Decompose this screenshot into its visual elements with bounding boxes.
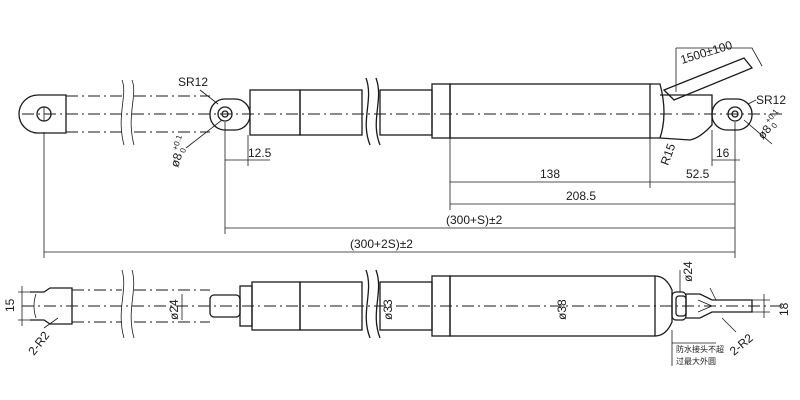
dim-rear-dia: ø24: [681, 261, 695, 282]
dim-motor-dia: ø38: [555, 299, 569, 320]
svg-text:0: 0: [178, 146, 188, 154]
dim-stroke-total: (300+S)±2: [446, 213, 503, 227]
dim-cable-length: 1500±100: [679, 38, 734, 67]
top-view: SR12 ø8 +0.1 0 12.5 1500±100 SR12 R15 ø8…: [18, 38, 786, 258]
dim-rod-dia: ø24: [167, 299, 181, 320]
top-motor: [431, 83, 451, 139]
dim-hole-left: ø8: [168, 151, 186, 169]
dim-retracted-total: (300+2S)±2: [350, 237, 413, 251]
top-rear-cap: [650, 83, 665, 139]
dim-total-body: 208.5: [566, 189, 596, 203]
top-break-left: [120, 79, 125, 146]
top-outer-tube: [299, 89, 363, 136]
svg-text:0: 0: [769, 121, 779, 131]
dim-right-end: 52.5: [686, 167, 710, 181]
rear-clevis: [711, 98, 753, 131]
bottom-tube: [299, 281, 363, 331]
bottom-view: 15 2-R2 ø24 ø33 ø38 ø24 18: [3, 261, 791, 366]
dim-clevis-right: 16: [716, 146, 730, 160]
dim-end-offset: 12.5: [248, 146, 272, 160]
note-line1: 防水接头不超: [676, 344, 724, 354]
note-line2: 过最大外圆: [676, 356, 716, 366]
top-rod: [249, 89, 301, 136]
dim-left-width: 15: [3, 298, 17, 312]
dim-left-radius: 2-R2: [25, 328, 52, 357]
dim-body-len: 138: [540, 167, 560, 181]
dim-sr12-left: SR12: [178, 75, 208, 89]
left-end-clevis: [18, 94, 67, 134]
dim-right-radius: 2-R2: [727, 331, 756, 359]
dim-right-width: 18: [777, 302, 791, 316]
dim-sr12-right: SR12: [756, 93, 786, 107]
cable-exit: [662, 57, 754, 101]
dim-r15: R15: [658, 141, 679, 167]
dim-tube-dia: ø33: [381, 299, 395, 320]
rod-clevis-hole-outer: [217, 106, 233, 122]
left-fork: [30, 287, 73, 325]
